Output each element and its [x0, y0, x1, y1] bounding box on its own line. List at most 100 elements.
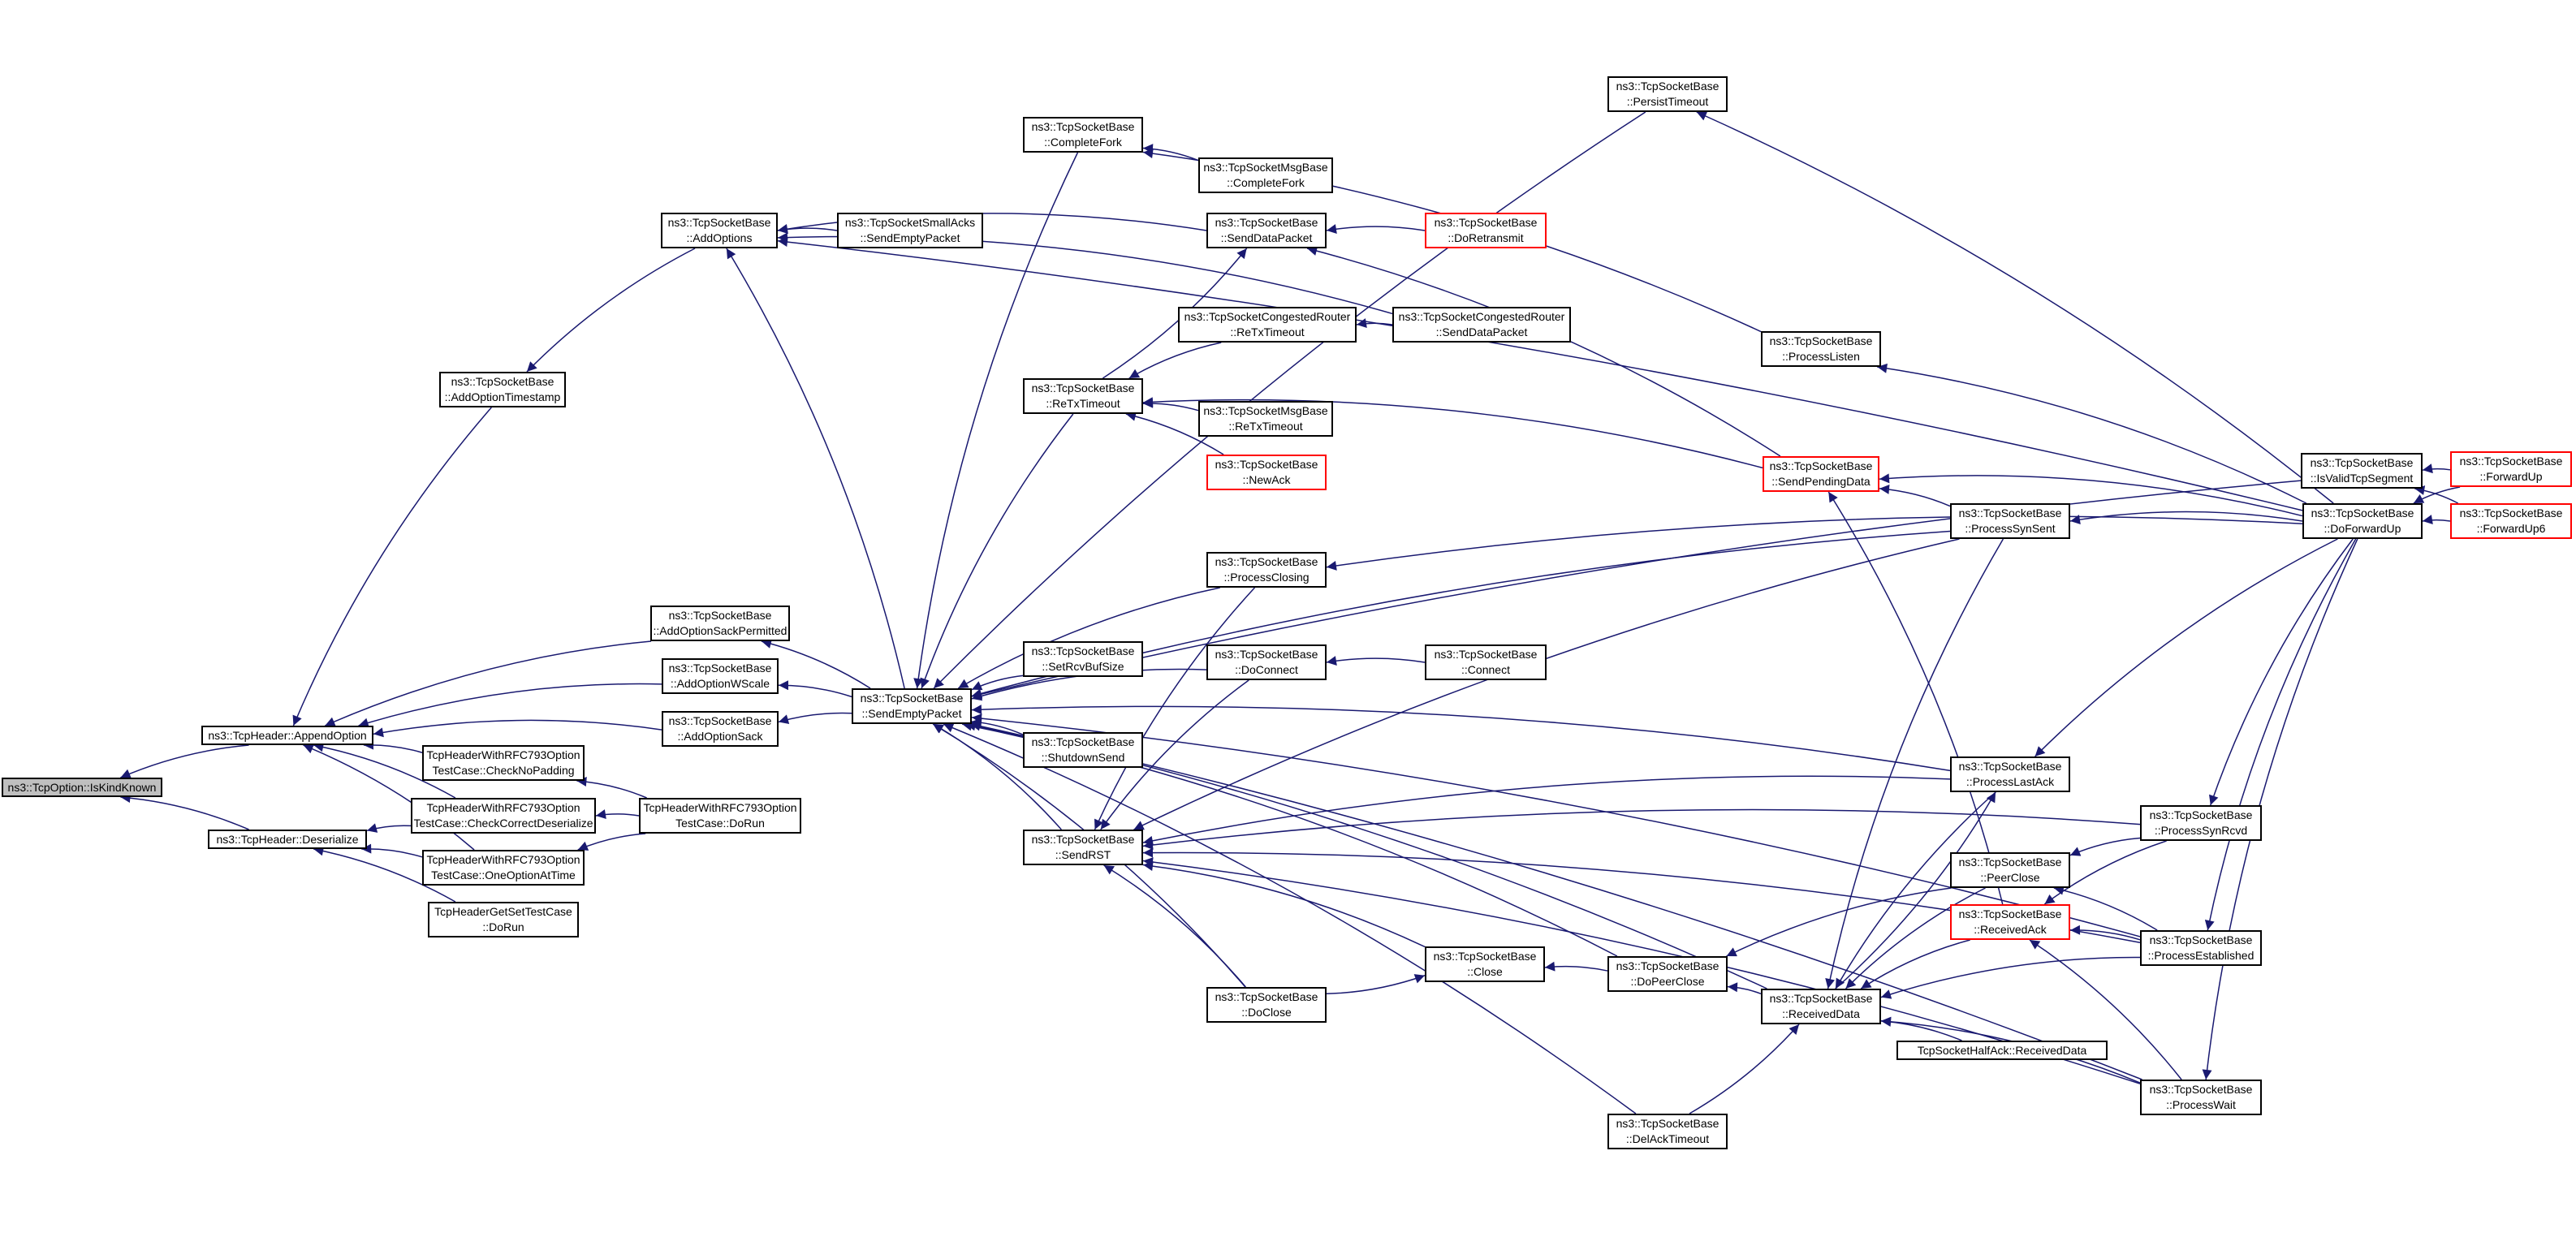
edge-delAckTimeout-to-sendEmptyPacket: [943, 723, 1637, 1114]
node-small-acks-send-empty[interactable]: ns3::TcpSocketSmallAcks::SendEmptyPacket: [837, 213, 983, 248]
node-process-last-ack[interactable]: ns3::TcpSocketBase::ProcessLastAck: [1950, 756, 2070, 792]
node-label-line: ::PersistTimeout: [1626, 95, 1709, 108]
node-label-line: ns3::TcpSocketBase: [1958, 856, 2062, 868]
edge-checkCorrectDeserialize-to-deserialize: [366, 823, 412, 833]
node-process-closing[interactable]: ns3::TcpSocketBase::ProcessClosing: [1206, 552, 1327, 588]
node-set-rcv-buf-size[interactable]: ns3::TcpSocketBase::SetRcvBufSize: [1023, 641, 1143, 677]
node-get-set-do-run[interactable]: TcpHeaderGetSetTestCase::DoRun: [428, 902, 579, 937]
edge-doForwardUp-to-persistTimeout: [1696, 111, 2334, 504]
node-process-listen[interactable]: ns3::TcpSocketBase::ProcessListen: [1761, 331, 1881, 367]
node-label-line: ::DelAckTimeout: [1625, 1132, 1710, 1145]
edge-reTxTimeout-to-sendEmptyPacket: [920, 413, 1074, 689]
node-label-line: ns3::TcpSocketSmallAcks: [844, 216, 976, 229]
edge-newAck-to-reTxTimeout: [1125, 411, 1224, 455]
node-add-option-sack-permitted[interactable]: ns3::TcpSocketBase::AddOptionSackPermitt…: [650, 606, 790, 641]
node-cong-retx[interactable]: ns3::TcpSocketCongestedRouter::ReTxTimeo…: [1178, 307, 1357, 343]
edge-processLastAck-to-sendRST: [1142, 775, 1951, 846]
node-add-option-sack[interactable]: ns3::TcpSocketBase::AddOptionSack: [662, 711, 779, 747]
node-label-line: ns3::TcpSocketBase: [1769, 459, 1873, 472]
node-label-line: ::CompleteFork: [1044, 136, 1122, 149]
node-do-forward-up[interactable]: ns3::TcpSocketBase::DoForwardUp: [2302, 503, 2423, 539]
edge-sendEmptyPacket-to-addOptionSackPermitted: [761, 639, 871, 689]
node-forward-up6[interactable]: ns3::TcpSocketBase::ForwardUp6: [2450, 503, 2572, 539]
node-label-line: ns3::TcpSocketBase: [1769, 992, 1873, 1005]
node-label-line: TestCase::CheckCorrectDeserialize: [413, 817, 593, 830]
node-re-tx-timeout[interactable]: ns3::TcpSocketBase::ReTxTimeout: [1023, 378, 1143, 414]
node-send-empty-packet[interactable]: ns3::TcpSocketBase::SendEmptyPacket: [852, 688, 972, 724]
node-send-data-packet[interactable]: ns3::TcpSocketBase::SendDataPacket: [1206, 213, 1327, 248]
node-process-established[interactable]: ns3::TcpSocketBase::ProcessEstablished: [2140, 930, 2262, 966]
edge-addOptions-to-addOptionTimestamp: [526, 248, 696, 373]
node-label-line: ns3::TcpHeader::AppendOption: [208, 728, 367, 742]
node-deserialize[interactable]: ns3::TcpHeader::Deserialize: [208, 830, 367, 849]
edge-persistTimeout-to-sendEmptyPacket: [933, 111, 1646, 689]
edge-doClose-to-sendRST: [1103, 864, 1246, 988]
node-close[interactable]: ns3::TcpSocketBase::Close: [1425, 946, 1545, 982]
edge-doForwardUp-to-processEstablished: [2204, 538, 2357, 931]
node-label-line: ns3::TcpSocketBase: [1616, 80, 1719, 93]
node-forward-up[interactable]: ns3::TcpSocketBase::ForwardUp: [2450, 451, 2572, 487]
node-msg-retx[interactable]: ns3::TcpSocketMsgBase::ReTxTimeout: [1198, 401, 1333, 437]
edge-doRetransmit-to-sendDataPacket: [1326, 224, 1426, 235]
node-label-line: ::SendPendingData: [1771, 475, 1871, 488]
node-do-close[interactable]: ns3::TcpSocketBase::DoClose: [1206, 987, 1327, 1023]
node-is-valid-tcp-segment[interactable]: ns3::TcpSocketBase::IsValidTcpSegment: [2301, 453, 2423, 489]
node-received-data[interactable]: ns3::TcpSocketBase::ReceivedData: [1761, 989, 1881, 1024]
node-label-line: ns3::TcpSocketCongestedRouter: [1398, 310, 1565, 323]
node-persist-timeout[interactable]: ns3::TcpSocketBase::PersistTimeout: [1607, 76, 1728, 112]
node-received-ack[interactable]: ns3::TcpSocketBase::ReceivedAck: [1950, 904, 2070, 940]
edge-isValidTcpSegment-to-sendEmptyPacket: [971, 480, 2302, 700]
node-label-line: ns3::TcpSocketBase: [1958, 907, 2062, 920]
node-is-kind-known[interactable]: ns3::TcpOption::IsKindKnown: [2, 778, 162, 797]
edge-processEstablished-to-receivedAck: [2069, 925, 2141, 941]
node-peer-close[interactable]: ns3::TcpSocketBase::PeerClose: [1950, 852, 2070, 888]
node-send-r-s-t[interactable]: ns3::TcpSocketBase::SendRST: [1023, 830, 1143, 865]
node-add-option-timestamp[interactable]: ns3::TcpSocketBase::AddOptionTimestamp: [439, 372, 566, 407]
node-del-ack-timeout[interactable]: ns3::TcpSocketBase::DelAckTimeout: [1607, 1114, 1728, 1149]
node-process-syn-sent[interactable]: ns3::TcpSocketBase::ProcessSynSent: [1950, 503, 2070, 539]
node-send-pending-data[interactable]: ns3::TcpSocketBase::SendPendingData: [1763, 456, 1879, 492]
node-label-line: ns3::TcpSocketBase: [1215, 216, 1318, 229]
edge-addOptionTimestamp-to-appendOption: [292, 407, 492, 726]
node-msg-complete-fork[interactable]: ns3::TcpSocketMsgBase::CompleteFork: [1198, 157, 1333, 193]
edge-rfcDoRun-to-checkNoPadding: [576, 776, 647, 799]
edge-sendEmptyPacket-to-addOptionSack: [778, 712, 852, 724]
node-label-line: ns3::TcpSocketBase: [668, 662, 772, 675]
edge-msgCompleteFork-to-completeFork: [1142, 144, 1199, 162]
node-half-ack-received-data[interactable]: TcpSocketHalfAck::ReceivedData: [1896, 1041, 2108, 1060]
node-add-options[interactable]: ns3::TcpSocketBase::AddOptions: [661, 213, 778, 248]
node-cong-send-data[interactable]: ns3::TcpSocketCongestedRouter::SendDataP…: [1392, 307, 1571, 343]
node-label-line: ns3::TcpSocketBase: [667, 216, 771, 229]
node-label-line: ::DoPeerClose: [1630, 975, 1705, 988]
edge-sendEmptyPacket-to-addOptions: [726, 248, 905, 689]
node-label-line: ns3::TcpSocketBase: [668, 714, 772, 727]
node-label-line: ns3::TcpSocketBase: [1616, 959, 1719, 972]
node-label-line: ns3::TcpSocketMsgBase: [1203, 404, 1328, 417]
node-shutdown-send[interactable]: ns3::TcpSocketBase::ShutdownSend: [1023, 732, 1143, 768]
node-label-line: TestCase::DoRun: [675, 817, 765, 830]
node-append-option[interactable]: ns3::TcpHeader::AppendOption: [201, 726, 373, 745]
node-label-line: ::AddOptionWScale: [670, 677, 770, 690]
node-do-peer-close[interactable]: ns3::TcpSocketBase::DoPeerClose: [1607, 956, 1728, 992]
edge-processWait-to-sendRST: [1142, 857, 2141, 1084]
node-add-option-w-scale[interactable]: ns3::TcpSocketBase::AddOptionWScale: [662, 658, 779, 694]
edge-rfcDoRun-to-checkCorrectDeserialize: [595, 809, 640, 820]
node-new-ack[interactable]: ns3::TcpSocketBase::NewAck: [1206, 455, 1327, 490]
node-process-wait[interactable]: ns3::TcpSocketBase::ProcessWait: [2140, 1080, 2262, 1115]
edge-doClose-to-close: [1326, 974, 1426, 994]
node-label-line: ns3::TcpSocketBase: [451, 375, 554, 388]
node-process-syn-rcvd[interactable]: ns3::TcpSocketBase::ProcessSynRcvd: [2140, 805, 2262, 841]
node-label-line: ns3::TcpSocketBase: [2149, 1083, 2253, 1096]
node-label-line: ::ReTxTimeout: [1230, 325, 1305, 338]
edge-doForwardUp-to-processLastAck: [2034, 538, 2338, 757]
node-complete-fork[interactable]: ns3::TcpSocketBase::CompleteFork: [1023, 117, 1143, 153]
node-do-connect[interactable]: ns3::TcpSocketBase::DoConnect: [1206, 644, 1327, 680]
node-connect[interactable]: ns3::TcpSocketBase::Connect: [1425, 644, 1547, 680]
node-do-retransmit[interactable]: ns3::TcpSocketBase::DoRetransmit: [1425, 213, 1547, 248]
node-label-line: ::ReceivedData: [1782, 1007, 1860, 1020]
